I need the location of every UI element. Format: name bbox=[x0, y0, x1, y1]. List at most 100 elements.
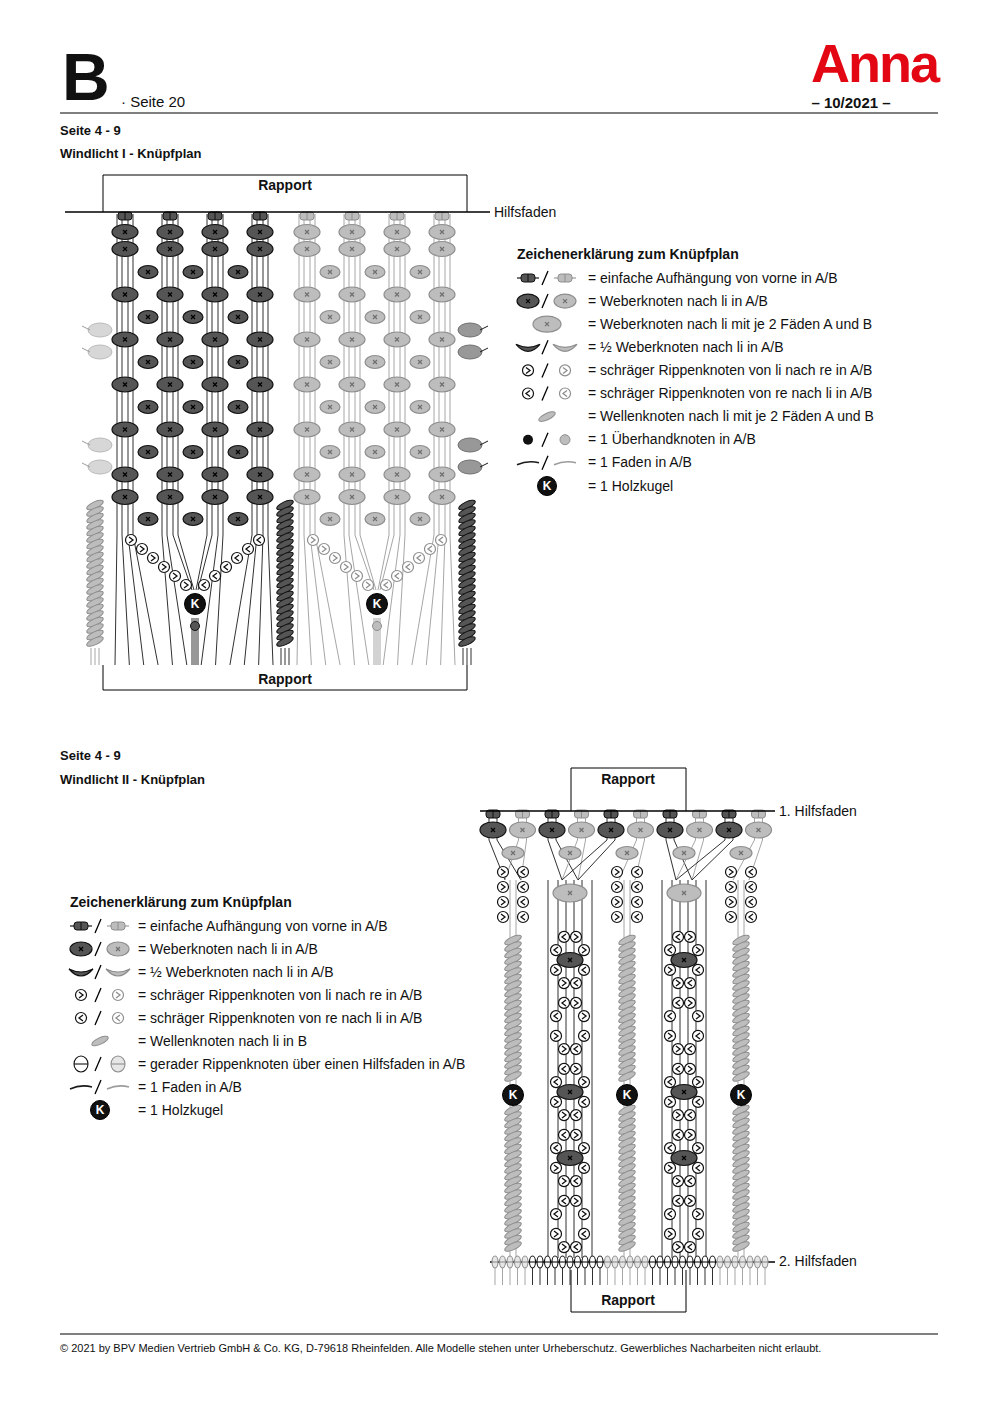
edge-knot bbox=[458, 460, 482, 474]
knot-cross bbox=[625, 851, 629, 855]
wooden-bead: K bbox=[366, 593, 388, 615]
helper-cord bbox=[490, 1261, 775, 1263]
bead-circle bbox=[91, 1101, 110, 1120]
spiral-knot bbox=[457, 635, 476, 648]
thread bbox=[389, 214, 390, 535]
straight-rib-bar bbox=[627, 1261, 633, 1262]
rib-direction bbox=[574, 1244, 578, 1250]
thread bbox=[607, 1268, 608, 1285]
lark-head-mount bbox=[208, 212, 222, 220]
rib-direction bbox=[676, 1178, 680, 1184]
diagonal-rib-knot bbox=[559, 931, 570, 942]
thread bbox=[315, 535, 340, 665]
legend-text: = Weberknoten nach li in A/B bbox=[588, 293, 768, 310]
rib-direction bbox=[151, 555, 155, 561]
weaver-knot bbox=[657, 822, 683, 838]
knot-cross bbox=[440, 230, 444, 234]
rib-direction bbox=[311, 537, 315, 543]
thread bbox=[540, 1268, 541, 1285]
weaver-knot bbox=[320, 311, 340, 324]
edge-knot bbox=[458, 345, 482, 359]
rib-direction bbox=[562, 1178, 566, 1184]
legend-text: = schräger Rippenknoten von re nach li i… bbox=[588, 385, 872, 402]
weaver-knot bbox=[339, 332, 365, 347]
knot-cross bbox=[123, 338, 127, 342]
weaver-knot bbox=[410, 446, 430, 459]
knot-cross bbox=[168, 293, 172, 297]
diagonal-rib-knot bbox=[693, 945, 704, 956]
weaver-knot bbox=[554, 294, 576, 308]
rib-direction bbox=[676, 1132, 680, 1138]
straight-rib-bar bbox=[597, 1261, 603, 1262]
diagonal-rib-knot bbox=[559, 1110, 570, 1121]
diagonal-rib-knot bbox=[559, 978, 570, 989]
diagonal-rib-knot bbox=[518, 867, 529, 878]
diagonal-rib-knot bbox=[685, 1129, 696, 1140]
diagonal-rib-knot bbox=[665, 1209, 676, 1220]
straight-rib-knot bbox=[492, 1256, 498, 1268]
mount-split bbox=[397, 212, 398, 220]
diagonal-rib-knot bbox=[113, 1013, 124, 1024]
knot-cross bbox=[418, 517, 422, 521]
thread bbox=[344, 214, 345, 535]
rib-direction bbox=[574, 1132, 578, 1138]
lark-head-mount bbox=[163, 212, 177, 220]
weaver-knot bbox=[429, 242, 455, 257]
diagonal-rib-knot bbox=[330, 553, 341, 564]
weaver-knot bbox=[628, 822, 654, 838]
weaver-knot bbox=[598, 822, 624, 838]
knot-cross bbox=[418, 450, 422, 454]
diagonal-rib-knot bbox=[113, 990, 124, 1001]
diagonal-rib-knot bbox=[685, 1063, 696, 1074]
legend-text: = schräger Rippenknoten von li nach re i… bbox=[138, 987, 422, 1004]
rib-direction bbox=[635, 914, 639, 920]
weaver-knot bbox=[339, 287, 365, 302]
weaver-knot bbox=[294, 242, 320, 257]
straight-rib-bar bbox=[680, 1261, 686, 1262]
straight-rib-knot bbox=[695, 1256, 701, 1268]
spiral-knot bbox=[731, 1070, 750, 1083]
diagonal-rib-knot bbox=[523, 365, 534, 376]
rib-direction bbox=[582, 1099, 586, 1105]
mount-split bbox=[215, 212, 216, 220]
rib-direction bbox=[676, 934, 680, 940]
rib-direction bbox=[554, 947, 558, 953]
straight-rib-bar bbox=[687, 1261, 693, 1262]
text-label: Seite 4 - 9 bbox=[60, 748, 121, 764]
straight-rib-bar bbox=[702, 1261, 708, 1262]
weaver-knot bbox=[112, 225, 138, 240]
rib-direction bbox=[635, 899, 639, 905]
diagonal-rib-knot bbox=[560, 388, 571, 399]
thread bbox=[263, 214, 264, 535]
knot-cross bbox=[236, 315, 240, 319]
thread bbox=[467, 648, 468, 665]
rib-direction bbox=[574, 1198, 578, 1204]
thread bbox=[380, 535, 394, 590]
thread bbox=[91, 648, 92, 665]
diagonal-rib-knot bbox=[693, 1228, 704, 1239]
weaver-knot bbox=[138, 311, 158, 324]
diagonal-rib-knot bbox=[665, 1162, 676, 1173]
lark-head-mount bbox=[253, 212, 267, 220]
diagonal-rib-knot bbox=[551, 1162, 562, 1173]
legend-text: = einfache Aufhängung von vorne in A/B bbox=[588, 270, 837, 287]
rib-direction bbox=[554, 1231, 558, 1237]
knot-cross bbox=[116, 947, 120, 951]
legend-text: = Weberknoten nach li in A/B bbox=[138, 941, 318, 958]
weaver-knot bbox=[553, 884, 587, 902]
weaver-knot bbox=[730, 847, 752, 860]
knot-cross bbox=[395, 428, 399, 432]
straight-rib-bar bbox=[500, 1261, 506, 1262]
rib-direction bbox=[333, 555, 337, 561]
knot-cross bbox=[395, 230, 399, 234]
rib-direction bbox=[554, 1145, 558, 1151]
knot-cross bbox=[258, 383, 262, 387]
straight-rib-knot bbox=[747, 1256, 753, 1268]
straight-rib-bar bbox=[590, 1261, 596, 1262]
rib-direction bbox=[574, 1066, 578, 1072]
thread bbox=[289, 648, 290, 665]
weaver-knot bbox=[112, 287, 138, 302]
weaver-knot bbox=[616, 847, 638, 860]
rib-direction bbox=[501, 899, 505, 905]
rib-direction bbox=[676, 980, 680, 986]
